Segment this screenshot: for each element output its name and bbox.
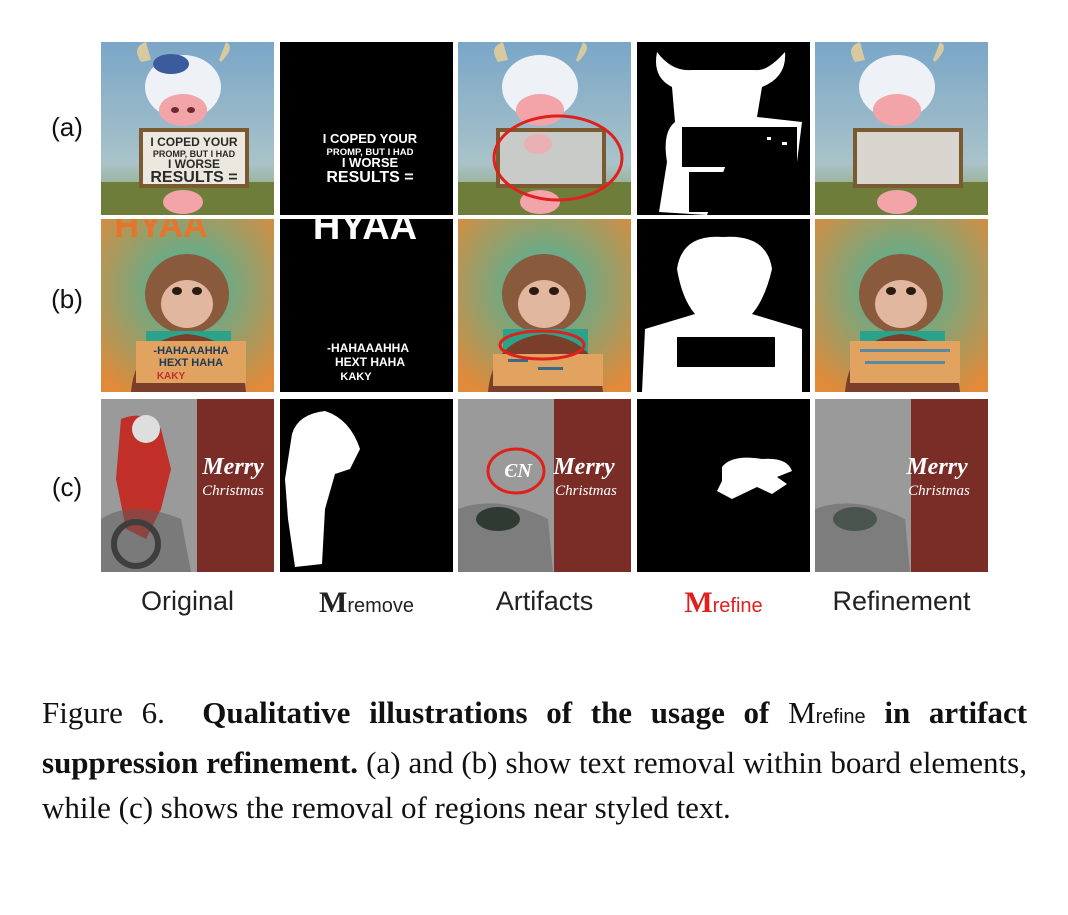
svg-text:Christmas: Christmas [202,483,264,499]
caption-body: (a) and (b) show text removal within boa… [42,745,1027,825]
cell-b-mremove: HYAA -HAHAAAHHA HEXT HAHA KAKY [280,219,453,392]
svg-text:HEXT HAHA: HEXT HAHA [335,355,405,369]
svg-text:-HAHAAAHHA: -HAHAAAHHA [153,345,228,357]
col-label-artifacts: Artifacts [495,586,594,616]
svg-text:Christmas: Christmas [555,483,617,499]
caption-bold-1: Qualitative illustrations of the usage o… [202,695,770,730]
svg-text:Christmas: Christmas [908,483,970,499]
artifact-image [458,219,631,392]
caption-m-symbol: M [788,695,816,730]
refine-mask [637,42,810,215]
remove-mask: HYAA -HAHAAAHHA HEXT HAHA KAKY [280,219,453,392]
remove-mask: I COPED YOUR PROMP, BUT I HAD I WORSE RE… [280,42,453,215]
caption-prefix: Figure 6. [42,695,165,730]
row-label-a: (a) [51,112,83,142]
svg-text:KAKY: KAKY [157,371,186,382]
row-label-b: (b) [51,284,83,314]
svg-text:HYAA: HYAA [114,219,207,245]
svg-text:Merry: Merry [905,454,968,480]
refine-mask [637,399,810,572]
svg-text:HEXT HAHA: HEXT HAHA [159,357,223,369]
svg-text:I WORSE: I WORSE [342,155,399,170]
svg-text:HYAA: HYAA [313,219,417,248]
svg-text:KAKY: KAKY [340,371,372,383]
artifact-highlight-circle [486,447,546,495]
svg-text:RESULTS =: RESULTS = [150,169,237,186]
artifact-highlight-circle [492,114,624,202]
cell-a-mremove: I COPED YOUR PROMP, BUT I HAD I WORSE RE… [280,42,453,215]
refined-image: Merry Christmas [815,399,988,572]
cell-b-original: HYAA -HAHAAAHHA HEXT HAHA KAKY [101,219,274,392]
row-label-c: (c) [51,472,83,502]
refined-image [815,219,988,392]
cell-c-refinement: Merry Christmas [815,399,988,572]
svg-text:-HAHAAAHHA: -HAHAAAHHA [327,341,409,355]
m-refine-symbol: M [684,586,713,619]
cow-image: I COPED YOUR PROMP, BUT I HAD I WORSE RE… [101,42,274,215]
figure-caption: Figure 6. Qualitative illustrations of t… [42,690,1027,830]
cell-c-mremove [280,399,453,572]
cell-b-mrefine [637,219,810,392]
cell-c-original: Merry Christmas [101,399,274,572]
cell-a-original: I COPED YOUR PROMP, BUT I HAD I WORSE RE… [101,42,274,215]
cell-a-mrefine [637,42,810,215]
remove-mask [280,399,453,572]
m-refine-subscript: refine [712,595,763,617]
refine-mask [637,219,810,392]
artifact-image [458,42,631,215]
col-label-mremove: Mremove [280,586,453,630]
cell-a-artifacts [458,42,631,215]
svg-text:Merry: Merry [201,454,264,480]
motorcycle-image: Merry Christmas [101,399,274,572]
artifact-image: ЄN Merry Christmas [458,399,631,572]
cell-b-refinement [815,219,988,392]
m-remove-symbol: M [318,586,348,619]
caption-bold-2: in artifact suppression refinement. [42,695,1028,780]
svg-text:ЄN: ЄN [504,460,533,482]
svg-text:PROMP, BUT I HAD: PROMP, BUT I HAD [153,149,236,159]
svg-text:RESULTS =: RESULTS = [326,169,413,186]
monkey-image: HYAA -HAHAAAHHA HEXT HAHA KAKY [101,219,274,392]
cell-c-artifacts: ЄN Merry Christmas [458,399,631,572]
cell-b-artifacts [458,219,631,392]
col-label-mrefine: Mrefine [637,586,810,630]
caption-m-subscript: refine [815,706,866,728]
svg-text:I WORSE: I WORSE [168,157,220,171]
cell-c-mrefine [637,399,810,572]
svg-text:I COPED YOUR: I COPED YOUR [323,131,418,146]
col-label-original: Original [140,586,235,616]
svg-text:PROMP, BUT I HAD: PROMP, BUT I HAD [327,147,414,158]
artifact-highlight-circle [498,329,586,361]
refined-image [815,42,988,215]
col-label-refinement: Refinement [832,586,971,616]
m-remove-subscript: remove [347,595,415,617]
cell-a-refinement [815,42,988,215]
svg-text:I COPED YOUR: I COPED YOUR [150,135,237,149]
svg-text:Merry: Merry [552,454,615,480]
